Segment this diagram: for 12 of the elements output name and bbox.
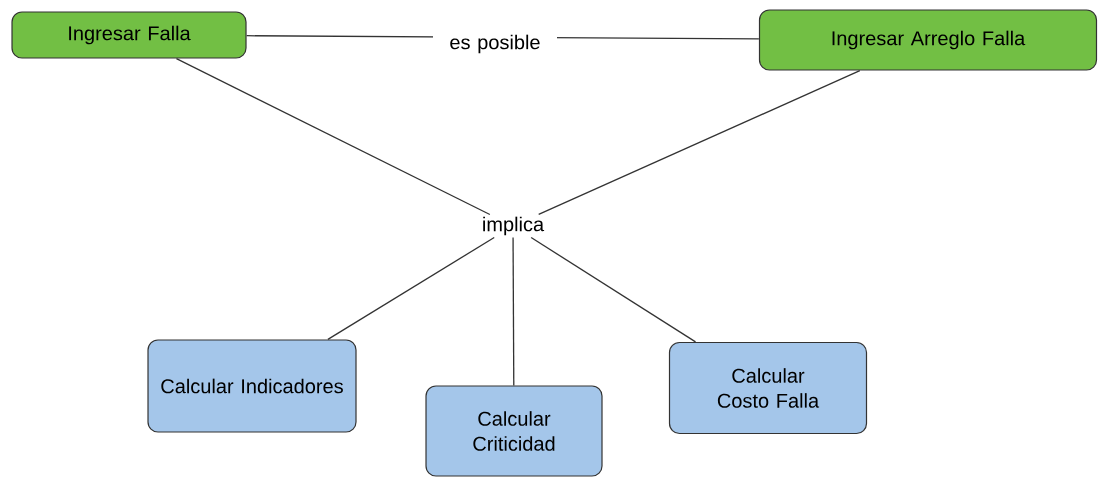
concept-box: Calcular Criticidad bbox=[425, 385, 603, 477]
connector-line bbox=[175, 57, 491, 216]
concept-box: Ingresar Falla bbox=[11, 11, 247, 59]
connector-line bbox=[530, 236, 697, 343]
concept-box: Calcular Indicadores bbox=[147, 339, 357, 433]
concept-label: implica bbox=[483, 216, 545, 236]
edge-label: es posible bbox=[433, 32, 557, 56]
concept-box: Calcular Costo Falla bbox=[668, 341, 868, 435]
connector-line bbox=[512, 236, 515, 387]
connector-line bbox=[538, 69, 861, 216]
concept-box: Ingresar Arreglo Falla bbox=[758, 9, 1098, 71]
connector-line bbox=[327, 236, 495, 341]
